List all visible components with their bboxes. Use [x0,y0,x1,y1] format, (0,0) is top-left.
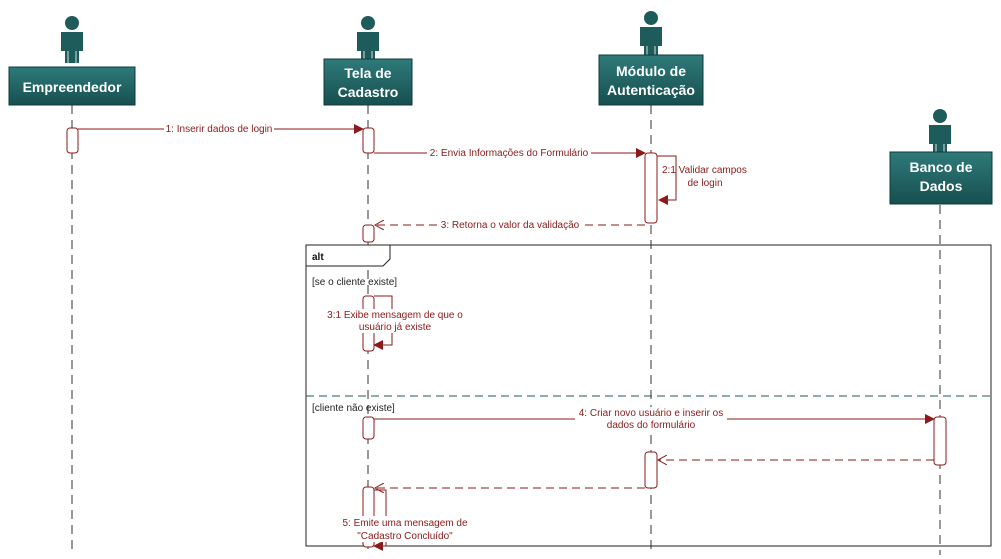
activation-bar [66,127,79,154]
participant-label-line-2: Autenticação [607,82,695,98]
participant-label-line-2: Dados [920,178,963,194]
actor-icon [639,10,663,59]
participant-banco-dados[interactable]: Banco de Dados [889,108,993,205]
label-bg [325,309,465,333]
label-bg [438,218,582,230]
alt-fragment-tab [305,244,391,267]
message-4-label-line-2: dados do formulário [607,420,696,431]
participant-tela-cadastro[interactable]: Tela de Cadastro [323,15,413,106]
label-bg [340,516,470,542]
participant-modulo-autenticacao[interactable]: Módulo de Autenticação [598,10,704,106]
participant-label-line-1: Módulo de [616,63,686,79]
message-5-label-line-1: 5: Emite uma mensagem de [342,518,467,529]
alt-operator: alt [312,252,324,263]
message-2-1-label-line-2: de login [687,178,722,189]
message-1-label: 1: Inserir dados de login [166,124,273,135]
actor-icon [356,15,380,64]
alt-guard-2: [cliente não existe] [312,403,395,414]
message-2-1-label-line-1: 2:1 Validar campos [662,165,747,176]
message-3-1-label-line-1: 3:1 Exibe mensagem de que o [327,310,463,321]
message-3-label: 3: Retorna o valor da validação [441,220,580,231]
message-4-label-line-1: 4: Criar novo usuário e inserir os [579,408,724,419]
participant-label-line-2: Cadastro [338,84,399,100]
message-3-1-label-line-2: usuário já existe [359,322,432,333]
actor-icon [928,108,952,157]
actor-icon [60,15,84,64]
label-bg [164,122,274,134]
label-bg [427,146,591,158]
participant-label-line-1: Banco de [909,159,972,175]
label-bg [575,407,727,431]
activation-bar [362,127,375,154]
activation-bar [933,416,947,466]
participant-label-line-1: Tela de [344,65,391,81]
activation-bar [362,224,375,243]
activation-bar [644,451,658,489]
participant-box [8,66,136,106]
participant-box [889,151,993,205]
message-2-1-arrow [657,155,677,205]
participant-box [323,58,413,106]
participant-label: Empreendedor [23,79,122,95]
alt-guard-1: [se o cliente existe] [312,277,397,288]
activation-bar [644,152,658,224]
participant-empreendedor[interactable]: Empreendedor [8,15,136,106]
message-2-label: 2: Envia Informações do Formulário [430,148,589,159]
activation-bar [362,416,375,440]
message-5-label-line-2: "Cadastro Concluído" [357,531,453,542]
participant-box [598,54,704,106]
